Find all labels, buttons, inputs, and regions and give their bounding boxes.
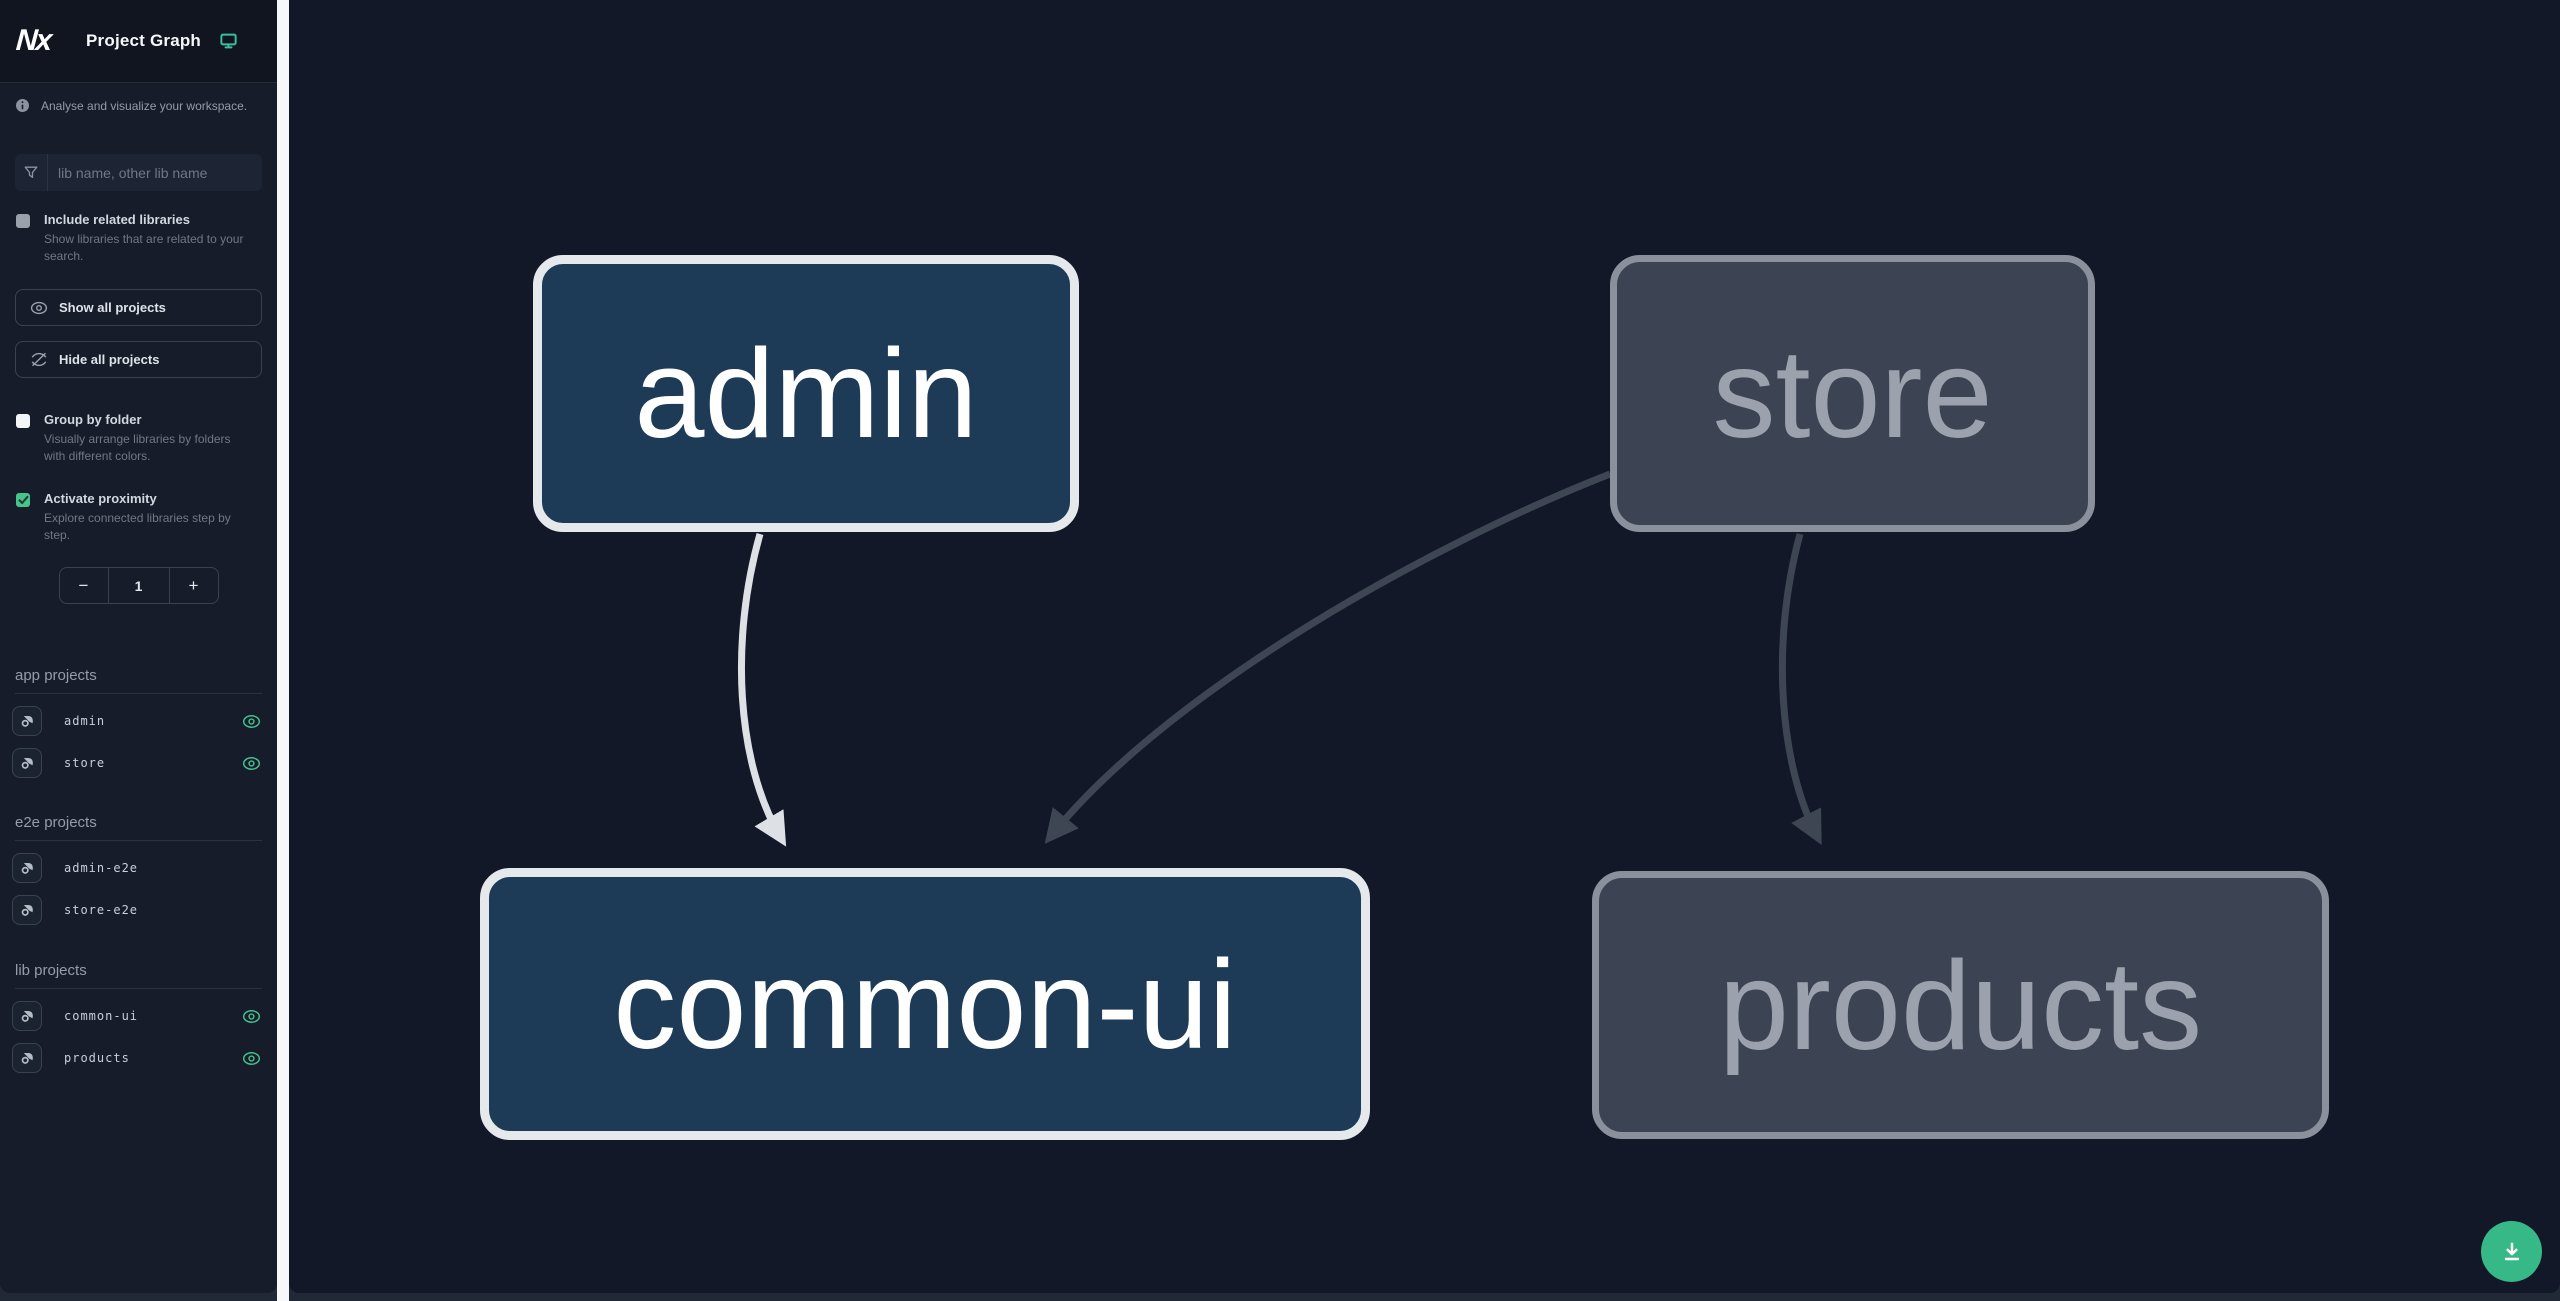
- project-row-products: products: [0, 1043, 277, 1073]
- activate-proximity-label: Activate proximity: [44, 491, 157, 506]
- include-related-label: Include related libraries: [44, 212, 190, 227]
- project-name[interactable]: products: [64, 1051, 130, 1065]
- project-row-store: store: [0, 748, 277, 778]
- focus-project-button[interactable]: [12, 1043, 42, 1073]
- focus-icon: [21, 716, 33, 727]
- show-all-projects-label: Show all projects: [59, 300, 166, 315]
- focus-icon: [21, 863, 33, 874]
- include-related-checkbox[interactable]: [16, 214, 30, 228]
- nx-logo-icon: Nx: [14, 24, 52, 57]
- activate-proximity-description: Explore connected libraries step by step…: [44, 511, 231, 542]
- project-name[interactable]: store-e2e: [64, 903, 139, 917]
- banner-text: Analyse and visualize your workspace.: [41, 99, 248, 113]
- node-label: store: [1712, 323, 1993, 464]
- graph-edges: [738, 470, 1822, 847]
- group-by-folder-option: Group by folder Visually arrange librari…: [0, 412, 277, 465]
- visible-eye-icon[interactable]: [242, 714, 261, 729]
- funnel-icon: [15, 154, 48, 191]
- download-icon: [2504, 1242, 2519, 1260]
- download-image-button[interactable]: [2481, 1221, 2542, 1282]
- proximity-stepper: − 1 +: [58, 567, 219, 604]
- edge-store-products[interactable]: [1778, 533, 1822, 845]
- group-by-folder-label: Group by folder: [44, 412, 142, 427]
- proximity-decrement-button[interactable]: −: [60, 568, 108, 603]
- node-label: common-ui: [613, 933, 1237, 1075]
- section-title-app-projects: app projects: [15, 667, 262, 694]
- project-name[interactable]: admin: [64, 714, 106, 728]
- group-by-folder-checkbox[interactable]: [16, 414, 30, 428]
- group-by-folder-description: Visually arrange libraries by folders wi…: [44, 432, 231, 463]
- proximity-increment-button[interactable]: +: [170, 568, 218, 603]
- node-label: admin: [634, 323, 978, 464]
- project-row-admin-e2e: admin-e2e: [0, 853, 277, 883]
- focus-project-button[interactable]: [12, 706, 42, 736]
- focus-project-button[interactable]: [12, 853, 42, 883]
- project-row-common-ui: common-ui: [0, 1001, 277, 1031]
- graph-canvas[interactable]: admin store common-ui products: [289, 0, 2560, 1293]
- focus-project-button[interactable]: [12, 895, 42, 925]
- focus-project-button[interactable]: [12, 748, 42, 778]
- focus-icon: [21, 905, 33, 916]
- project-name[interactable]: store: [64, 756, 106, 770]
- edge-store-common-ui[interactable]: [1044, 470, 1612, 844]
- hide-all-projects-label: Hide all projects: [59, 352, 160, 367]
- eye-icon: [30, 301, 48, 314]
- include-related-description: Show libraries that are related to your …: [44, 232, 244, 263]
- hide-all-projects-button[interactable]: Hide all projects: [15, 341, 262, 378]
- sidebar-resize-handle[interactable]: [277, 0, 289, 1301]
- eye-off-icon: [31, 352, 47, 367]
- graph-node-admin[interactable]: admin: [533, 255, 1079, 532]
- graph-node-store[interactable]: store: [1610, 255, 2095, 532]
- project-name[interactable]: admin-e2e: [64, 861, 139, 875]
- proximity-value: 1: [107, 568, 170, 603]
- app-title: Project Graph: [86, 31, 202, 50]
- sidebar: Nx Project Graph Analyse and visualize y…: [0, 0, 277, 1293]
- monitor-icon[interactable]: [219, 32, 238, 50]
- graph-node-common-ui[interactable]: common-ui: [480, 868, 1370, 1140]
- focus-icon: [21, 1011, 33, 1022]
- focus-icon: [21, 758, 33, 769]
- include-related-option: Include related libraries Show libraries…: [0, 212, 277, 265]
- node-label: products: [1718, 934, 2203, 1076]
- focus-project-button[interactable]: [12, 1001, 42, 1031]
- show-all-projects-button[interactable]: Show all projects: [15, 289, 262, 326]
- graph-node-products[interactable]: products: [1592, 871, 2329, 1139]
- section-title-e2e-projects: e2e projects: [15, 814, 262, 841]
- section-title-lib-projects: lib projects: [15, 962, 262, 989]
- sidebar-header: Nx Project Graph: [0, 0, 277, 83]
- edge-admin-common-ui[interactable]: [738, 533, 787, 847]
- visible-eye-icon[interactable]: [242, 756, 261, 771]
- project-name[interactable]: common-ui: [64, 1009, 139, 1023]
- search-input[interactable]: [48, 154, 262, 191]
- search-box: [15, 154, 262, 191]
- info-icon: [16, 99, 29, 117]
- visible-eye-icon[interactable]: [242, 1009, 261, 1024]
- visible-eye-icon[interactable]: [242, 1051, 261, 1066]
- activate-proximity-checkbox[interactable]: [16, 493, 30, 507]
- workspace-banner: Analyse and visualize your workspace.: [0, 83, 277, 130]
- checkmark-icon: [18, 495, 28, 505]
- focus-icon: [21, 1053, 33, 1064]
- project-row-admin: admin: [0, 706, 277, 736]
- activate-proximity-option: Activate proximity Explore connected lib…: [0, 491, 277, 544]
- project-row-store-e2e: store-e2e: [0, 895, 277, 925]
